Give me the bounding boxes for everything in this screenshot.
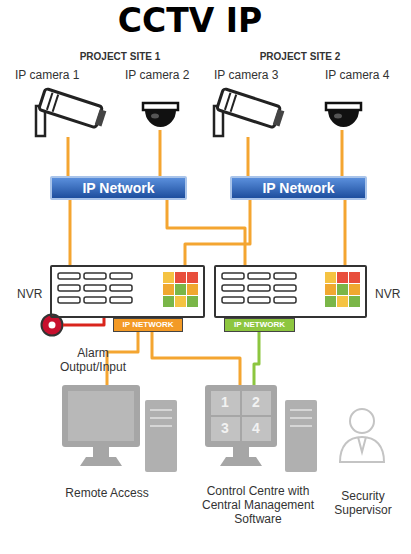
band-text: IP NETWORK [225,319,294,331]
network-tag: IP NETWORK [224,318,295,332]
nvr-front [214,265,367,318]
node-label: NVR [17,288,51,302]
node-label: Alarm Output/Input [56,347,130,375]
camera-node: IP camera 3 [212,92,287,137]
node-label: Remote Access [52,487,162,501]
nvr-box: NVR [50,265,205,318]
plain-label: 2 [248,394,264,410]
connector-line [254,332,259,385]
node-label: IP camera 1 [15,69,95,83]
node-label: IP camera 4 [325,69,405,83]
computer [62,385,177,472]
node-label: Security Supervisor [327,490,399,518]
node-label: IP camera 3 [214,69,294,83]
plain-label: PROJECT SITE 1 [60,51,180,63]
plain-label: PROJECT SITE 2 [240,51,360,63]
node-label: Control Centre with Central Management S… [193,485,323,526]
alarm-node: Alarm Output/Input [41,314,63,336]
node-label: NVR [375,288,409,302]
connector-line [152,332,240,385]
connector-line [167,200,245,265]
band-text: IP NETWORK [114,319,182,331]
plain-label: 4 [248,420,264,436]
connector-line [185,200,250,265]
person-node: Security Supervisor [340,405,385,463]
computer-node: Remote Access [62,385,177,472]
dome-camera [143,103,178,127]
connector-line [69,200,72,265]
connector-line [107,332,138,385]
camera-node: IP camera 2 [140,100,180,130]
diagram-title: CCTV IP [60,2,320,40]
band-text: IP Network [232,178,365,198]
connector-line [344,200,347,265]
plain-label: 1 [217,394,233,410]
camera-node: IP camera 1 [30,92,105,137]
nvr-box: NVR [214,265,367,318]
connector-line [341,130,344,176]
camera-node: IP camera 4 [323,100,363,130]
network-band: IP Network [230,176,367,200]
nvr-front [50,265,205,318]
network-band: IP Network [50,176,187,200]
connector-line [159,130,162,176]
bullet-camera [214,88,285,136]
network-tag: IP NETWORK [113,318,183,332]
connector-line [247,137,250,176]
person-icon [340,409,384,462]
plain-label: 3 [217,420,233,436]
dome-camera [326,103,361,127]
bullet-camera [36,88,107,136]
node-label: IP camera 2 [125,69,205,83]
connector-line [67,137,70,176]
computer [205,385,317,472]
connector-line [63,318,104,325]
band-text: IP Network [52,178,185,198]
